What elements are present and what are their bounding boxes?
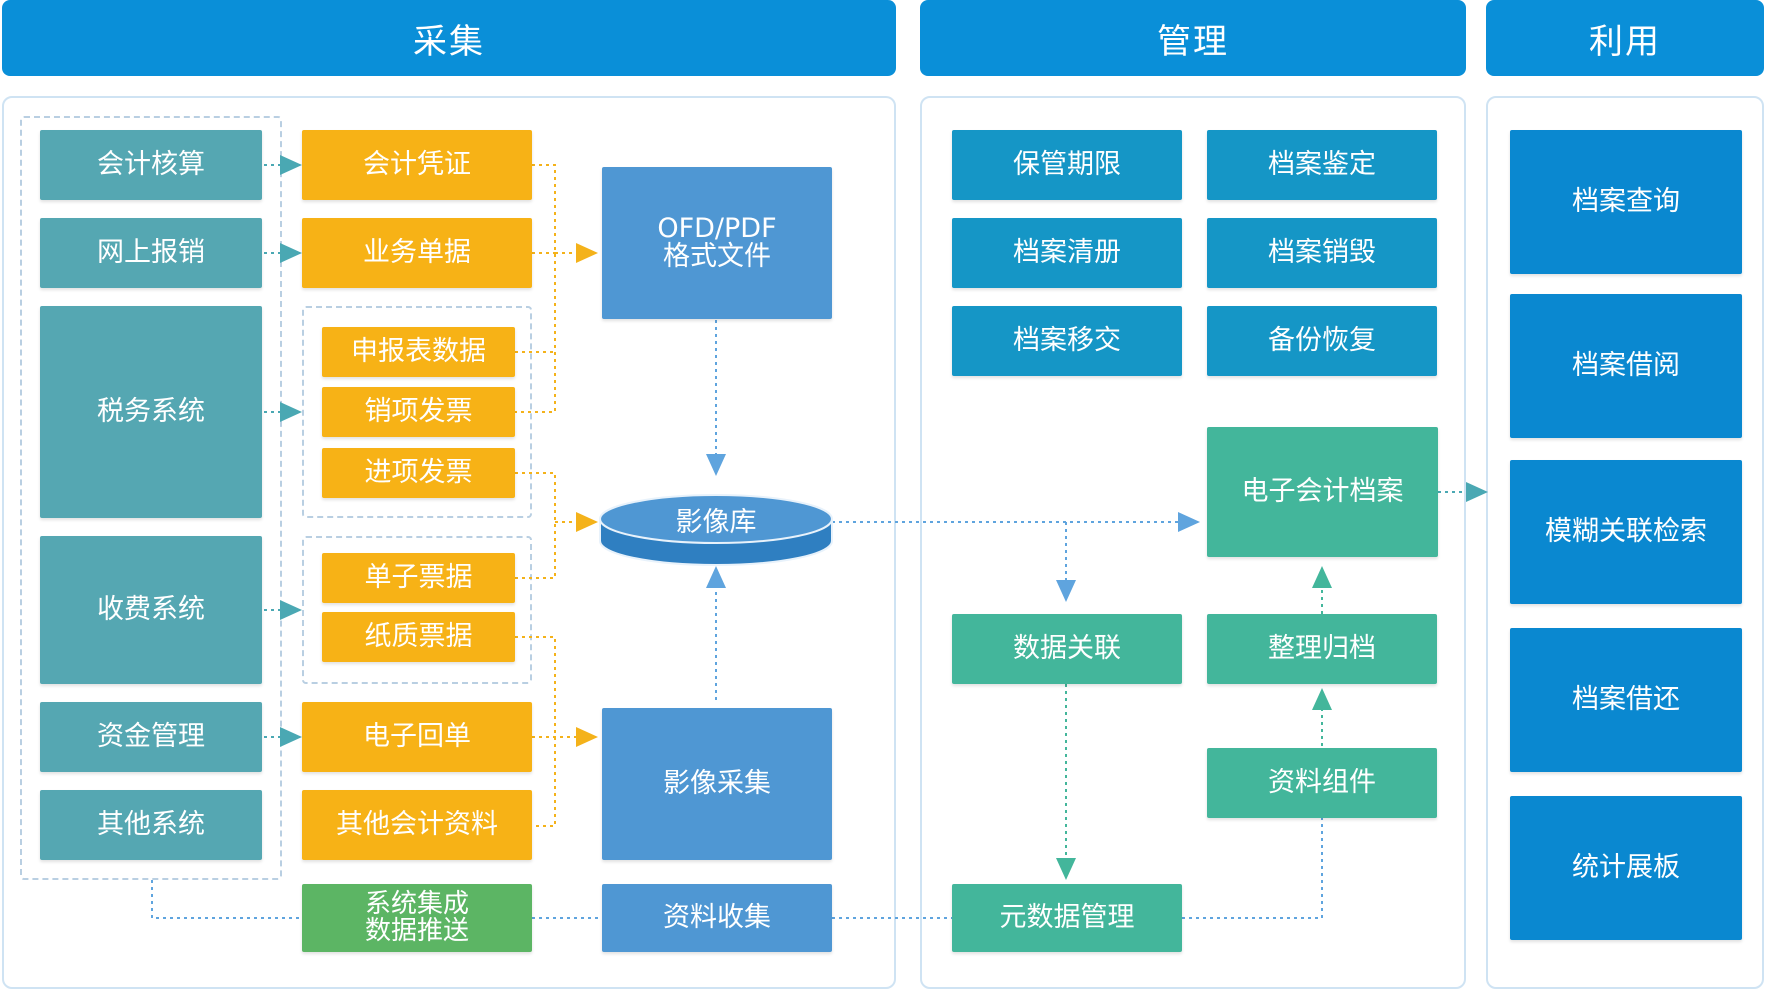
integration-line-1: 系统集成 [364,888,469,919]
use-dashboard: 统计展板 [1510,796,1742,940]
doc-tax-report: 申报表数据 [322,327,515,377]
group-sources [20,116,282,880]
group-fee-docs [302,536,532,684]
doc-voucher: 会计凭证 [302,130,532,200]
manage-metadata: 元数据管理 [952,884,1182,952]
image-db-cylinder [599,494,833,566]
doc-e-receipt: 电子回单 [302,702,532,772]
source-fee-system: 收费系统 [40,536,262,684]
doc-sales-invoice: 销项发票 [322,387,515,437]
ofd-line-1: OFD/PDF [657,212,777,244]
image-capture: 影像采集 [602,708,832,860]
source-other-system: 其他系统 [40,790,262,860]
image-db-label: 影像库 [675,506,757,538]
doc-paper-ticket: 纸质票据 [322,612,515,662]
header-collect: 采集 [2,0,896,76]
manage-inventory: 档案清册 [952,218,1182,288]
use-query: 档案查询 [1510,130,1742,274]
ofd-line-2: 格式文件 [663,241,771,272]
doc-business: 业务单据 [302,218,532,288]
source-accounting: 会计核算 [40,130,262,200]
use-borrow: 档案借阅 [1510,294,1742,438]
manage-backup: 备份恢复 [1207,306,1437,376]
header-manage: 管理 [920,0,1466,76]
header-use: 利用 [1486,0,1764,76]
manage-appraisal: 档案鉴定 [1207,130,1437,200]
manage-data-link: 数据关联 [952,614,1182,684]
manage-destroy: 档案销毁 [1207,218,1437,288]
source-online-reimburse: 网上报销 [40,218,262,288]
manage-material-group: 资料组件 [1207,748,1437,818]
source-tax-system: 税务系统 [40,306,262,518]
source-fund-mgmt: 资金管理 [40,702,262,772]
doc-system-integration: 系统集成 数据推送 [302,884,532,952]
ofd-pdf-files: OFD/PDF 格式文件 [602,167,832,319]
manage-e-archive: 电子会计档案 [1207,427,1438,557]
use-fuzzy-search: 模糊关联检索 [1510,460,1742,604]
manage-organize: 整理归档 [1207,614,1437,684]
manage-transfer: 档案移交 [952,306,1182,376]
doc-purchase-invoice: 进项发票 [322,448,515,498]
doc-e-ticket: 单子票据 [322,553,515,603]
material-collect: 资料收集 [602,884,832,952]
doc-other-material: 其他会计资料 [302,790,532,860]
use-return: 档案借还 [1510,628,1742,772]
manage-retention: 保管期限 [952,130,1182,200]
integration-line-2: 数据推送 [364,916,469,946]
